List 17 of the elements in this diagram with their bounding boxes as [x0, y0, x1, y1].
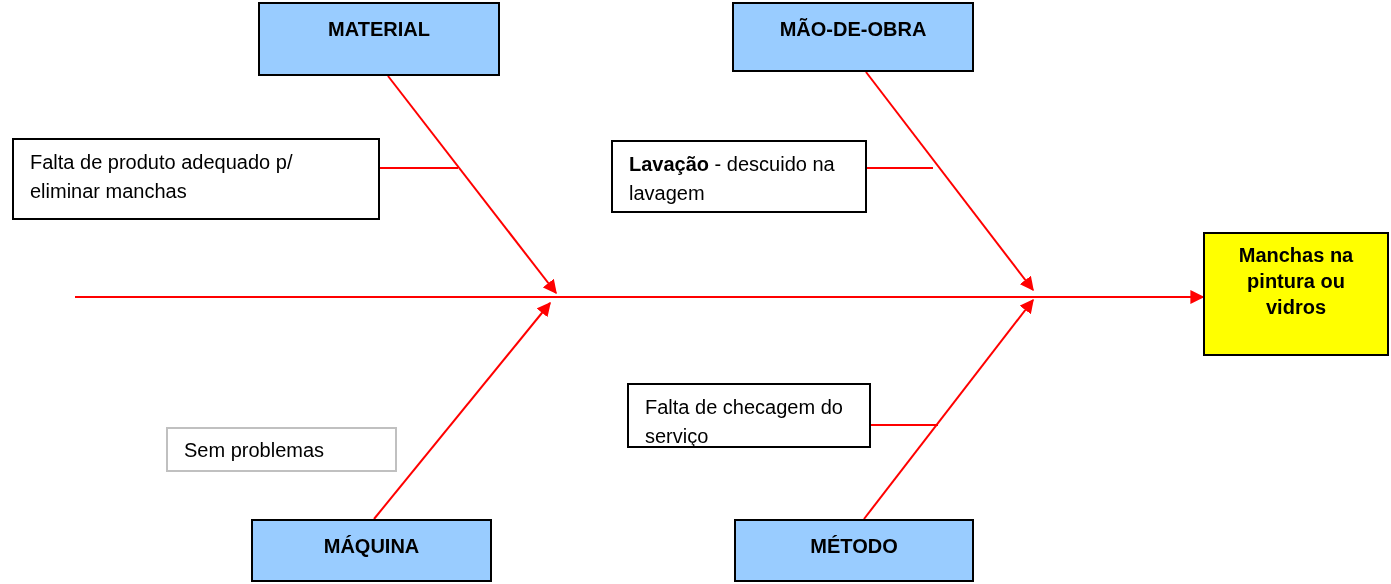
connector-line: [379, 167, 459, 169]
note-box: Sem problemas: [166, 427, 397, 472]
cause-box: Falta de produto adequado p/ eliminar manchas: [12, 138, 380, 220]
category-box: MATERIAL: [258, 2, 500, 76]
connector-line: [870, 424, 939, 426]
arrow: [74, 290, 1205, 304]
connector-line: [866, 167, 934, 169]
arrow: [387, 75, 557, 295]
cause-box: Falta de checagem do serviço: [627, 383, 871, 448]
category-box: MÃO-DE-OBRA: [732, 2, 974, 72]
arrow: [865, 71, 1034, 292]
cause-box: Lavação - descuido na lavagem: [611, 140, 867, 213]
arrow: [863, 298, 1034, 520]
effect-box: Manchas na pintura ou vidros: [1203, 232, 1389, 356]
category-box: MÁQUINA: [251, 519, 492, 582]
category-box: MÉTODO: [734, 519, 974, 582]
arrow: [373, 301, 551, 520]
